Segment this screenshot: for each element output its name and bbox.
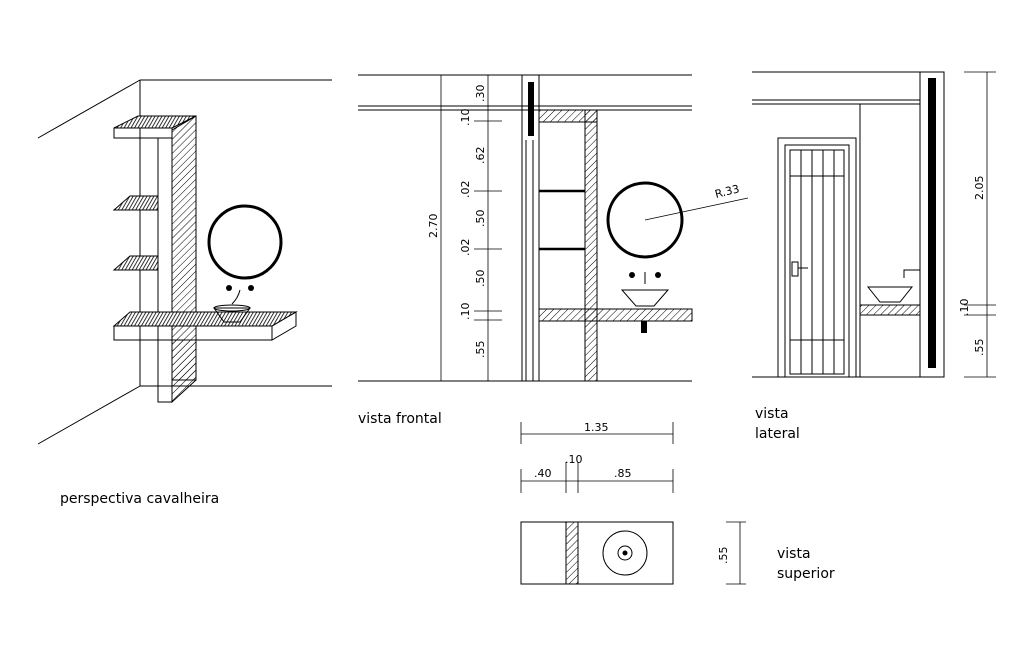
mirror-icon <box>207 204 283 280</box>
top-drain-icon <box>622 550 628 556</box>
top-pillar-hatch <box>565 521 579 585</box>
counter-side <box>271 311 297 341</box>
column-lower-front <box>157 339 173 403</box>
top-view-label-2: superior <box>777 566 835 582</box>
front-radius-leader <box>644 197 749 221</box>
shelf-3 <box>112 255 159 271</box>
faucet-knob-right-icon <box>248 285 254 291</box>
top-dim-010: .10 <box>565 453 583 466</box>
front-column <box>521 74 540 382</box>
perspective-view: perspectiva cavalheira <box>37 79 332 507</box>
side-view: 2.05 .10 .55 vista lateral <box>752 71 996 442</box>
bowl-icon <box>213 307 251 323</box>
front-dim-050a: .50 <box>474 210 487 228</box>
front-dim-002a: .02 <box>459 181 472 199</box>
column-front <box>157 137 173 403</box>
top-dim-width: 1.35 <box>584 421 609 434</box>
front-bowl-icon <box>620 289 670 307</box>
floor-left-edge <box>37 385 141 445</box>
front-view-label: vista frontal <box>358 411 442 427</box>
side-door-icon <box>777 137 857 378</box>
top-dim-040: .40 <box>534 467 552 480</box>
front-dim-050b: .50 <box>474 270 487 288</box>
top-dim-085: .85 <box>614 467 632 480</box>
front-counter-hatch <box>538 308 693 322</box>
top-basin-inner-icon <box>617 545 633 561</box>
side-wall-dark-bar <box>928 78 936 368</box>
side-bowl-icon <box>866 286 914 303</box>
front-chain-ticks <box>474 120 502 321</box>
front-dim-030: .30 <box>474 85 487 103</box>
top-basin-outer-icon <box>602 530 648 576</box>
top-dim-depth: .55 <box>717 547 730 565</box>
side-faucet-icon <box>903 269 920 278</box>
front-view: 2.70 .30 .10 .62 .02 .50 .02 .50 .10 .55… <box>358 74 749 427</box>
front-dim-total: 2.70 <box>427 214 440 239</box>
top-shelf-front <box>113 127 173 139</box>
front-faucet-left-icon <box>629 272 635 278</box>
front-dim-010a: .10 <box>459 109 472 127</box>
side-view-label-2: lateral <box>755 426 800 442</box>
faucet-spout-icon <box>231 289 241 305</box>
side-dim-010: .10 <box>958 299 971 317</box>
front-pillar-hatch <box>584 109 598 382</box>
front-faucet-right-icon <box>655 272 661 278</box>
counter-top <box>112 311 298 327</box>
side-dim-205: 2.05 <box>973 176 986 201</box>
wall-top-left-edge <box>37 79 141 139</box>
front-dim-055: .55 <box>474 341 487 359</box>
front-dim-062: .62 <box>474 147 487 165</box>
top-view: 1.35 .40 .10 .85 .55 vista superior <box>520 421 835 585</box>
front-dim-radius: R.33 <box>714 182 741 201</box>
front-drain-icon <box>641 321 647 333</box>
column-lower-hatch <box>171 339 197 381</box>
side-wall-panel <box>919 71 945 378</box>
perspective-label: perspectiva cavalheira <box>60 491 219 507</box>
top-view-label-1: vista <box>777 546 811 562</box>
front-dim-002b: .02 <box>459 239 472 257</box>
side-dim-055: .55 <box>973 339 986 357</box>
shelf-2 <box>112 195 159 211</box>
side-view-label-1: vista <box>755 406 789 422</box>
front-column-dark-bar <box>528 82 534 136</box>
bowl-rim <box>213 304 251 312</box>
top-counter-plan <box>520 521 674 585</box>
front-dim-010b: .10 <box>459 303 472 321</box>
side-counter-hatch <box>859 304 921 316</box>
front-mirror-icon <box>606 181 684 259</box>
faucet-knob-left-icon <box>226 285 232 291</box>
